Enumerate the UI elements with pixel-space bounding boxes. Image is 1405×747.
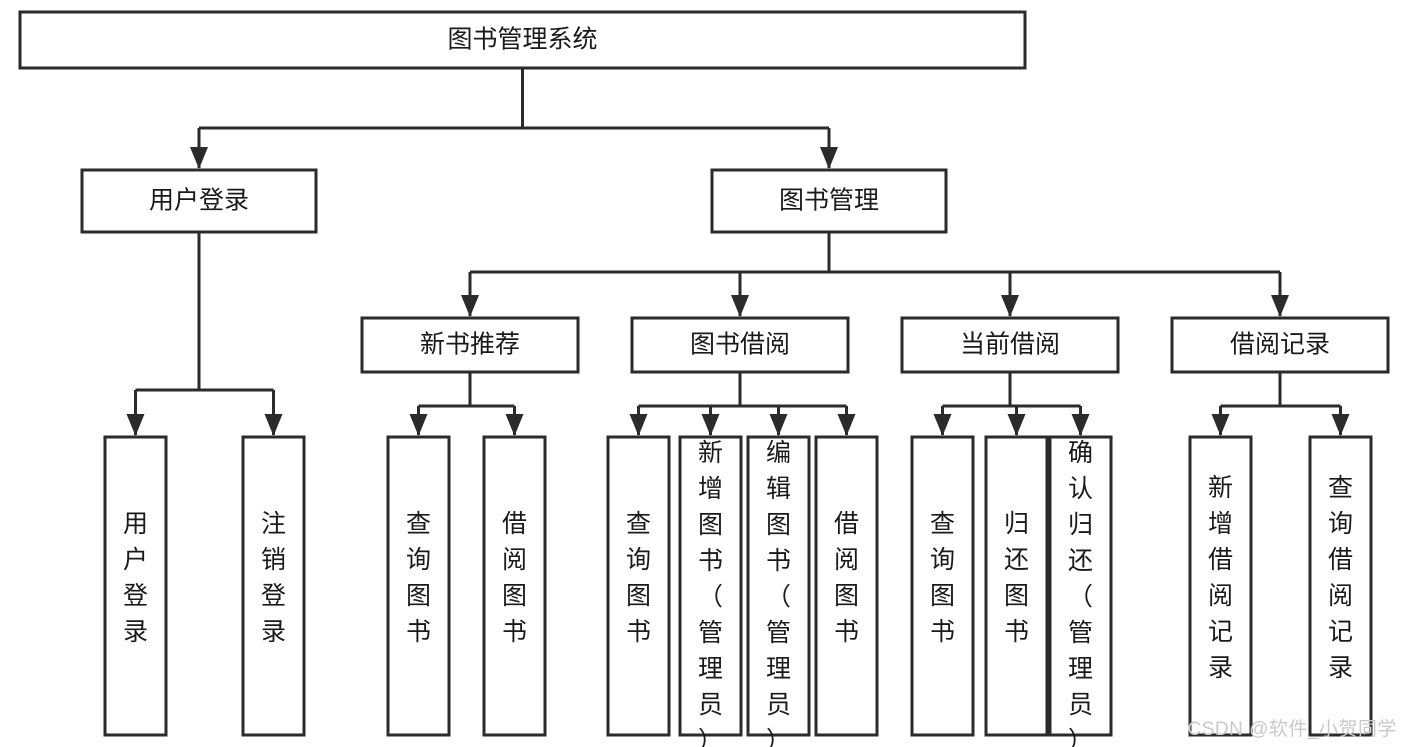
node-leaf-user-login[interactable]: 用户登录 [103, 435, 168, 737]
node-leaf-query-book-3[interactable]: 查询图书 [910, 435, 975, 737]
node-label: 当前借阅 [960, 331, 1060, 359]
node-borrow-record[interactable]: 借阅记录 [1170, 316, 1390, 374]
node-label: 确认归还（管理员） [1068, 439, 1093, 747]
node-label: 归还图书 [1004, 510, 1029, 646]
node-box [1188, 435, 1253, 737]
node-box [710, 168, 948, 234]
node-root[interactable]: 图书管理系统 [18, 10, 1027, 70]
arrow-head-icon [409, 414, 428, 436]
node-label: 查询图书 [406, 510, 431, 646]
node-label: 图书借阅 [690, 331, 790, 359]
watermark-text: CSDN @软件_小贺同学 [1187, 719, 1397, 740]
node-box [1308, 435, 1373, 737]
node-label: 编辑图书（管理员） [766, 439, 791, 747]
node-leaf-query-book-1[interactable]: 查询图书 [386, 435, 451, 737]
node-box [746, 435, 811, 737]
node-box [606, 435, 671, 737]
node-leaf-confirm-return-admin[interactable]: 确认归还（管理员） [1048, 435, 1113, 747]
arrow-head-icon [1007, 414, 1026, 436]
node-label: 注销登录 [261, 510, 286, 646]
node-box [984, 435, 1049, 737]
node-label: 用户登录 [149, 187, 249, 215]
arrow-head-icon [1211, 414, 1230, 436]
node-label: 用户登录 [123, 510, 148, 646]
node-box [482, 435, 547, 737]
node-box [630, 316, 850, 374]
arrow-head-icon [190, 147, 208, 169]
arrow-head-icon [264, 414, 283, 436]
node-label: 新增借阅记录 [1208, 474, 1233, 682]
arrow-head-icon [933, 414, 952, 436]
node-box [1170, 316, 1390, 374]
node-box [678, 435, 743, 737]
node-book-manage[interactable]: 图书管理 [710, 168, 948, 234]
node-leaf-add-book-admin[interactable]: 新增图书（管理员） [678, 435, 743, 747]
connector-layer [126, 68, 1350, 436]
arrow-head-icon [701, 414, 720, 436]
arrow-head-icon [1271, 295, 1289, 317]
node-box [910, 435, 975, 737]
node-box [80, 168, 318, 234]
arrow-head-icon [126, 414, 145, 436]
node-label: 借阅图书 [834, 510, 859, 646]
arrow-head-icon [629, 414, 648, 436]
arrow-head-icon [731, 295, 749, 317]
node-box [1048, 435, 1113, 737]
node-box [360, 316, 580, 374]
node-current-borrow[interactable]: 当前借阅 [900, 316, 1120, 374]
node-label: 图书管理系统 [447, 26, 597, 54]
node-leaf-edit-book-admin[interactable]: 编辑图书（管理员） [746, 435, 811, 747]
node-label: 借阅图书 [502, 510, 527, 646]
arrow-head-icon [1001, 295, 1019, 317]
node-box [900, 316, 1120, 374]
node-box [241, 435, 306, 737]
arrow-head-icon [1331, 414, 1350, 436]
arrow-head-icon [1071, 414, 1090, 436]
arrow-head-icon [837, 414, 856, 436]
node-new-book-recommend[interactable]: 新书推荐 [360, 316, 580, 374]
node-leaf-add-borrow-record[interactable]: 新增借阅记录 [1188, 435, 1253, 737]
node-leaf-logout[interactable]: 注销登录 [241, 435, 306, 737]
node-box [386, 435, 451, 737]
arrow-head-icon [505, 414, 524, 436]
arrow-head-icon [769, 414, 788, 436]
node-label: 新书推荐 [420, 331, 520, 359]
node-label: 查询借阅记录 [1328, 474, 1353, 682]
node-user-login[interactable]: 用户登录 [80, 168, 318, 234]
node-layer: 图书管理系统用户登录图书管理新书推荐图书借阅当前借阅借阅记录用户登录注销登录查询… [18, 10, 1390, 747]
node-label: 图书管理 [779, 187, 879, 215]
arrow-head-icon [461, 295, 479, 317]
node-book-borrow[interactable]: 图书借阅 [630, 316, 850, 374]
node-leaf-query-book-2[interactable]: 查询图书 [606, 435, 671, 737]
node-label: 查询图书 [930, 510, 955, 646]
node-leaf-borrow-book-1[interactable]: 借阅图书 [482, 435, 547, 737]
node-label: 新增图书（管理员） [698, 439, 723, 747]
node-leaf-return-book[interactable]: 归还图书 [984, 435, 1049, 737]
node-box [103, 435, 168, 737]
node-label: 查询图书 [626, 510, 651, 646]
node-box [18, 10, 1027, 70]
node-label: 借阅记录 [1230, 331, 1330, 359]
arrow-head-icon [820, 147, 838, 169]
node-leaf-query-borrow-record[interactable]: 查询借阅记录 [1308, 435, 1373, 737]
node-leaf-borrow-book-2[interactable]: 借阅图书 [814, 435, 879, 737]
node-box [814, 435, 879, 737]
